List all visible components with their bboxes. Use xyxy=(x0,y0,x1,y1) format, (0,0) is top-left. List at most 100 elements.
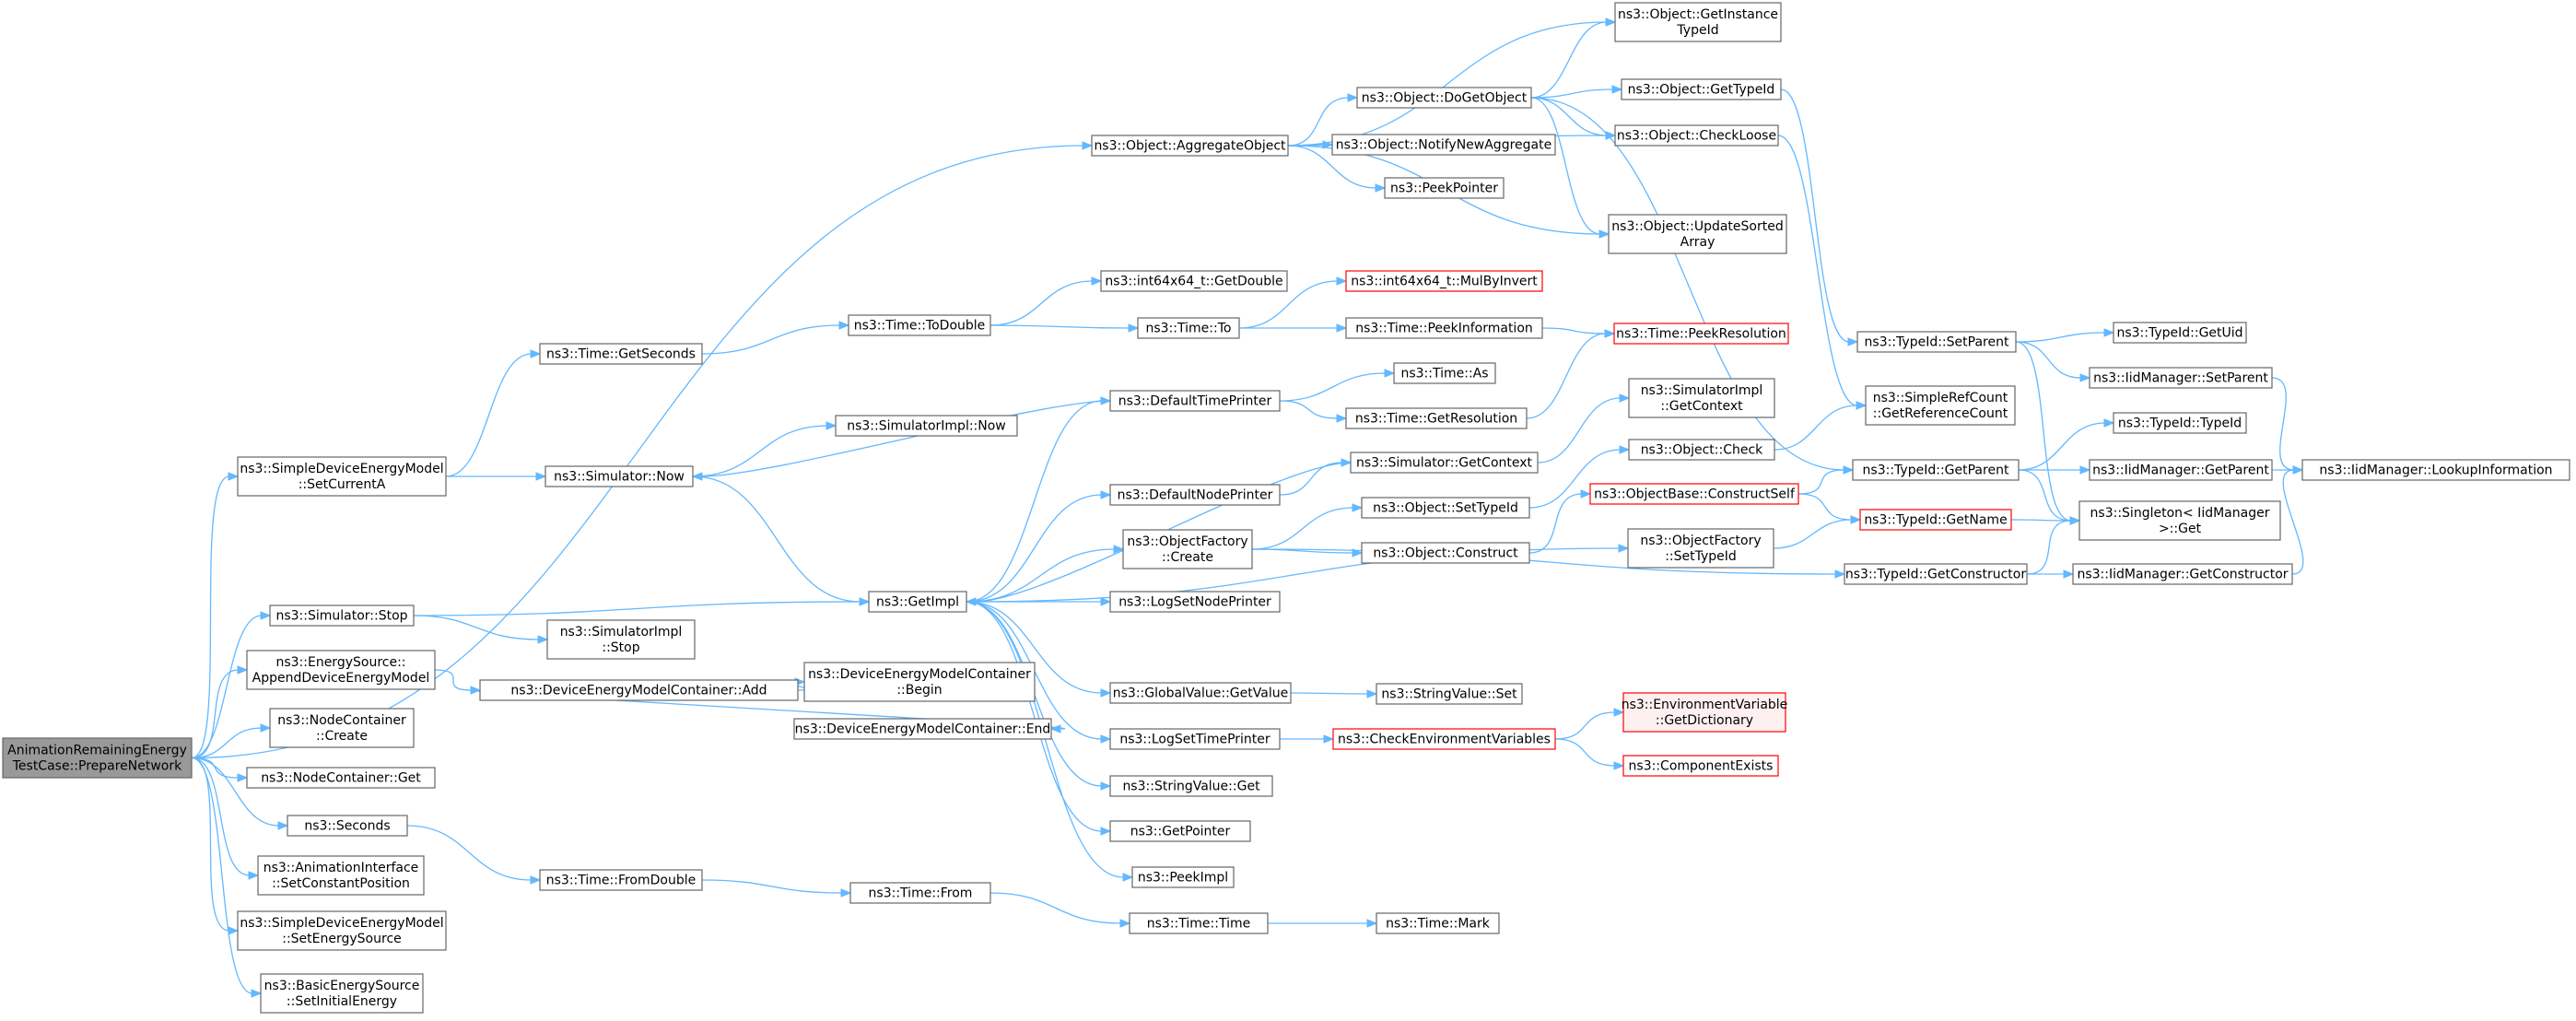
node-box[interactable] xyxy=(1350,452,1539,474)
node-box[interactable] xyxy=(803,662,1036,702)
node-box[interactable] xyxy=(1129,912,1269,934)
node-box[interactable] xyxy=(1622,692,1786,733)
node-box[interactable] xyxy=(1384,177,1505,199)
node-simnow[interactable]: ns3::Simulator::Now xyxy=(544,465,694,487)
node-nodecreate[interactable]: ns3::NodeContainer::Create xyxy=(269,708,415,748)
node-box[interactable] xyxy=(2089,367,2273,389)
node-box[interactable] xyxy=(2078,500,2281,541)
node-box[interactable] xyxy=(1356,87,1532,109)
node-box[interactable] xyxy=(848,314,991,336)
node-aggregate[interactable]: ns3::Object::AggregateObject xyxy=(1091,135,1289,157)
node-box[interactable] xyxy=(246,767,436,789)
node-box[interactable] xyxy=(1109,591,1281,613)
node-box[interactable] xyxy=(1376,683,1523,705)
node-todouble[interactable]: ns3::Time::ToDouble xyxy=(848,314,991,336)
node-box[interactable] xyxy=(849,882,991,904)
node-setinitenergy[interactable]: ns3::BasicEnergySource::SetInitialEnergy xyxy=(260,973,424,1014)
node-getimpl[interactable]: ns3::GetImpl xyxy=(868,591,967,613)
node-defnp[interactable]: ns3::DefaultNodePrinter xyxy=(1109,484,1281,506)
node-strvalget[interactable]: ns3::StringValue::Get xyxy=(1109,775,1273,797)
node-box[interactable] xyxy=(1852,459,2020,481)
node-box[interactable] xyxy=(1865,385,2016,426)
node-box[interactable] xyxy=(1345,317,1543,339)
node-objcheck[interactable]: ns3::Object::Check xyxy=(1628,439,1775,461)
node-fromdouble[interactable]: ns3::Time::FromDouble xyxy=(539,869,703,891)
node-box[interactable] xyxy=(1109,775,1273,797)
node-iidsetparent[interactable]: ns3::IidManager::SetParent xyxy=(2089,367,2273,389)
node-box[interactable] xyxy=(237,910,447,951)
node-box[interactable] xyxy=(1345,270,1543,292)
node-box[interactable] xyxy=(1345,407,1528,429)
node-box[interactable] xyxy=(1628,378,1775,418)
node-objsettid[interactable]: ns3::Object::SetTypeId xyxy=(1361,497,1530,519)
node-peekimpl[interactable]: ns3::PeekImpl xyxy=(1131,866,1235,888)
node-logsetnp[interactable]: ns3::LogSetNodePrinter xyxy=(1109,591,1281,613)
node-tidtypeid[interactable]: ns3::TypeId::TypeId xyxy=(2113,412,2247,434)
node-peekptr[interactable]: ns3::PeekPointer xyxy=(1384,177,1505,199)
node-timeto[interactable]: ns3::Time::To xyxy=(1137,317,1240,339)
node-box[interactable] xyxy=(246,650,436,690)
node-timeas[interactable]: ns3::Time::As xyxy=(1393,362,1496,384)
node-logsettp[interactable]: ns3::LogSetTimePrinter xyxy=(1109,728,1281,750)
node-tidgetctor[interactable]: ns3::TypeId::GetConstructor xyxy=(1844,563,2028,585)
node-box[interactable] xyxy=(1091,135,1289,157)
node-checkloose[interactable]: ns3::Object::CheckLoose xyxy=(1614,124,1779,147)
node-box[interactable] xyxy=(1628,439,1775,461)
node-notifynew[interactable]: ns3::Object::NotifyNewAggregate xyxy=(1331,134,1556,156)
node-seconds[interactable]: ns3::Seconds xyxy=(287,815,408,837)
node-tidgetparent[interactable]: ns3::TypeId::GetParent xyxy=(1852,459,2020,481)
node-box[interactable] xyxy=(2113,322,2247,344)
node-setcura[interactable]: ns3::SimpleDeviceEnergyModel::SetCurrent… xyxy=(237,456,447,497)
node-tidgetname[interactable]: ns3::TypeId::GetName xyxy=(1859,509,2012,531)
node-box[interactable] xyxy=(1332,728,1556,750)
node-box[interactable] xyxy=(1361,497,1530,519)
node-animsetpos[interactable]: ns3::AnimationInterface::SetConstantPosi… xyxy=(257,855,425,896)
node-box[interactable] xyxy=(539,869,703,891)
node-timemark[interactable]: ns3::Time::Mark xyxy=(1376,912,1500,934)
node-iidgetparent[interactable]: ns3::IidManager::GetParent xyxy=(2089,459,2273,481)
node-box[interactable] xyxy=(539,343,703,365)
node-simimplstop[interactable]: ns3::SimulatorImpl::Stop xyxy=(546,619,696,660)
node-box[interactable] xyxy=(1614,2,1782,42)
node-nodeget[interactable]: ns3::NodeContainer::Get xyxy=(246,767,436,789)
node-simstop[interactable]: ns3::Simulator::Stop xyxy=(269,604,415,627)
node-box[interactable] xyxy=(1393,362,1496,384)
node-box[interactable] xyxy=(1627,528,1774,569)
node-box[interactable] xyxy=(1614,124,1779,147)
node-box[interactable] xyxy=(1361,542,1530,564)
node-box[interactable] xyxy=(1109,682,1292,704)
node-simimplctx[interactable]: ns3::SimulatorImpl::GetContext xyxy=(1628,378,1775,418)
node-tidgetuid[interactable]: ns3::TypeId::GetUid xyxy=(2113,322,2247,344)
node-box[interactable] xyxy=(2089,459,2273,481)
node-simimplnow[interactable]: ns3::SimulatorImpl::Now xyxy=(835,415,1018,437)
node-refcount[interactable]: ns3::SimpleRefCount::GetReferenceCount xyxy=(1865,385,2016,426)
node-demcend[interactable]: ns3::DeviceEnergyModelContainer::End xyxy=(793,718,1052,740)
node-box[interactable] xyxy=(287,815,408,837)
node-tidsetparent[interactable]: ns3::TypeId::SetParent xyxy=(1856,331,2017,353)
node-box[interactable] xyxy=(260,973,424,1014)
node-box[interactable] xyxy=(2113,412,2247,434)
node-box[interactable] xyxy=(2072,563,2293,585)
node-iidlookup[interactable]: ns3::IidManager::LookupInformation xyxy=(2301,459,2570,481)
node-simgetctx[interactable]: ns3::Simulator::GetContext xyxy=(1350,452,1539,474)
node-box[interactable] xyxy=(1109,390,1281,412)
node-box[interactable] xyxy=(793,718,1052,740)
node-appenddem[interactable]: ns3::EnergySource::AppendDeviceEnergyMod… xyxy=(246,650,436,690)
node-box[interactable] xyxy=(269,708,415,748)
node-box[interactable] xyxy=(2,737,193,779)
node-box[interactable] xyxy=(1122,529,1253,569)
node-singleton[interactable]: ns3::Singleton< IidManager>::Get xyxy=(2078,500,2281,541)
node-box[interactable] xyxy=(257,855,425,896)
node-doget[interactable]: ns3::Object::DoGetObject xyxy=(1356,87,1532,109)
node-box[interactable] xyxy=(237,456,447,497)
node-deftp[interactable]: ns3::DefaultTimePrinter xyxy=(1109,390,1281,412)
node-box[interactable] xyxy=(269,604,415,627)
node-checkenv[interactable]: ns3::CheckEnvironmentVariables xyxy=(1332,728,1556,750)
node-timetime[interactable]: ns3::Time::Time xyxy=(1129,912,1269,934)
node-getres[interactable]: ns3::Time::GetResolution xyxy=(1345,407,1528,429)
node-getdouble[interactable]: ns3::int64x64_t::GetDouble xyxy=(1100,270,1288,292)
node-box[interactable] xyxy=(1109,820,1251,842)
node-box[interactable] xyxy=(544,465,694,487)
